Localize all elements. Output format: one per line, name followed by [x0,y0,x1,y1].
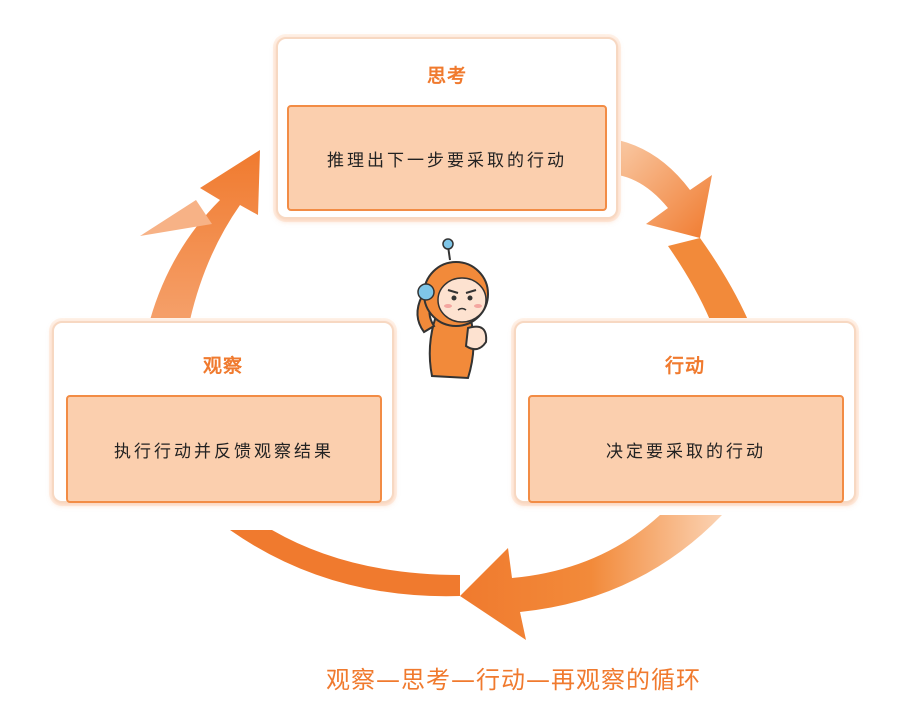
arrow-right-tail [668,238,748,320]
think-card: 思考 推理出下一步要采取的行动 [276,37,618,219]
observe-card: 观察 执行行动并反馈观察结果 [52,321,394,503]
arrow-left-head-light [140,200,212,236]
arrow-act-to-observe [460,515,722,640]
act-card-body: 决定要采取的行动 [528,395,844,503]
act-card: 行动 决定要采取的行动 [514,321,856,503]
robot-mascot-icon [416,238,489,380]
arrow-bottom-tail [230,530,460,597]
cycle-caption: 观察—思考—行动—再观察的循环 [326,666,701,694]
observe-card-title: 观察 [202,355,243,377]
act-card-title: 行动 [664,355,705,377]
observe-card-body: 执行行动并反馈观察结果 [66,395,382,503]
think-card-title: 思考 [426,65,467,87]
arrow-observe-to-think [150,150,260,320]
arrow-think-to-act [618,140,712,238]
think-card-body: 推理出下一步要采取的行动 [287,105,607,211]
